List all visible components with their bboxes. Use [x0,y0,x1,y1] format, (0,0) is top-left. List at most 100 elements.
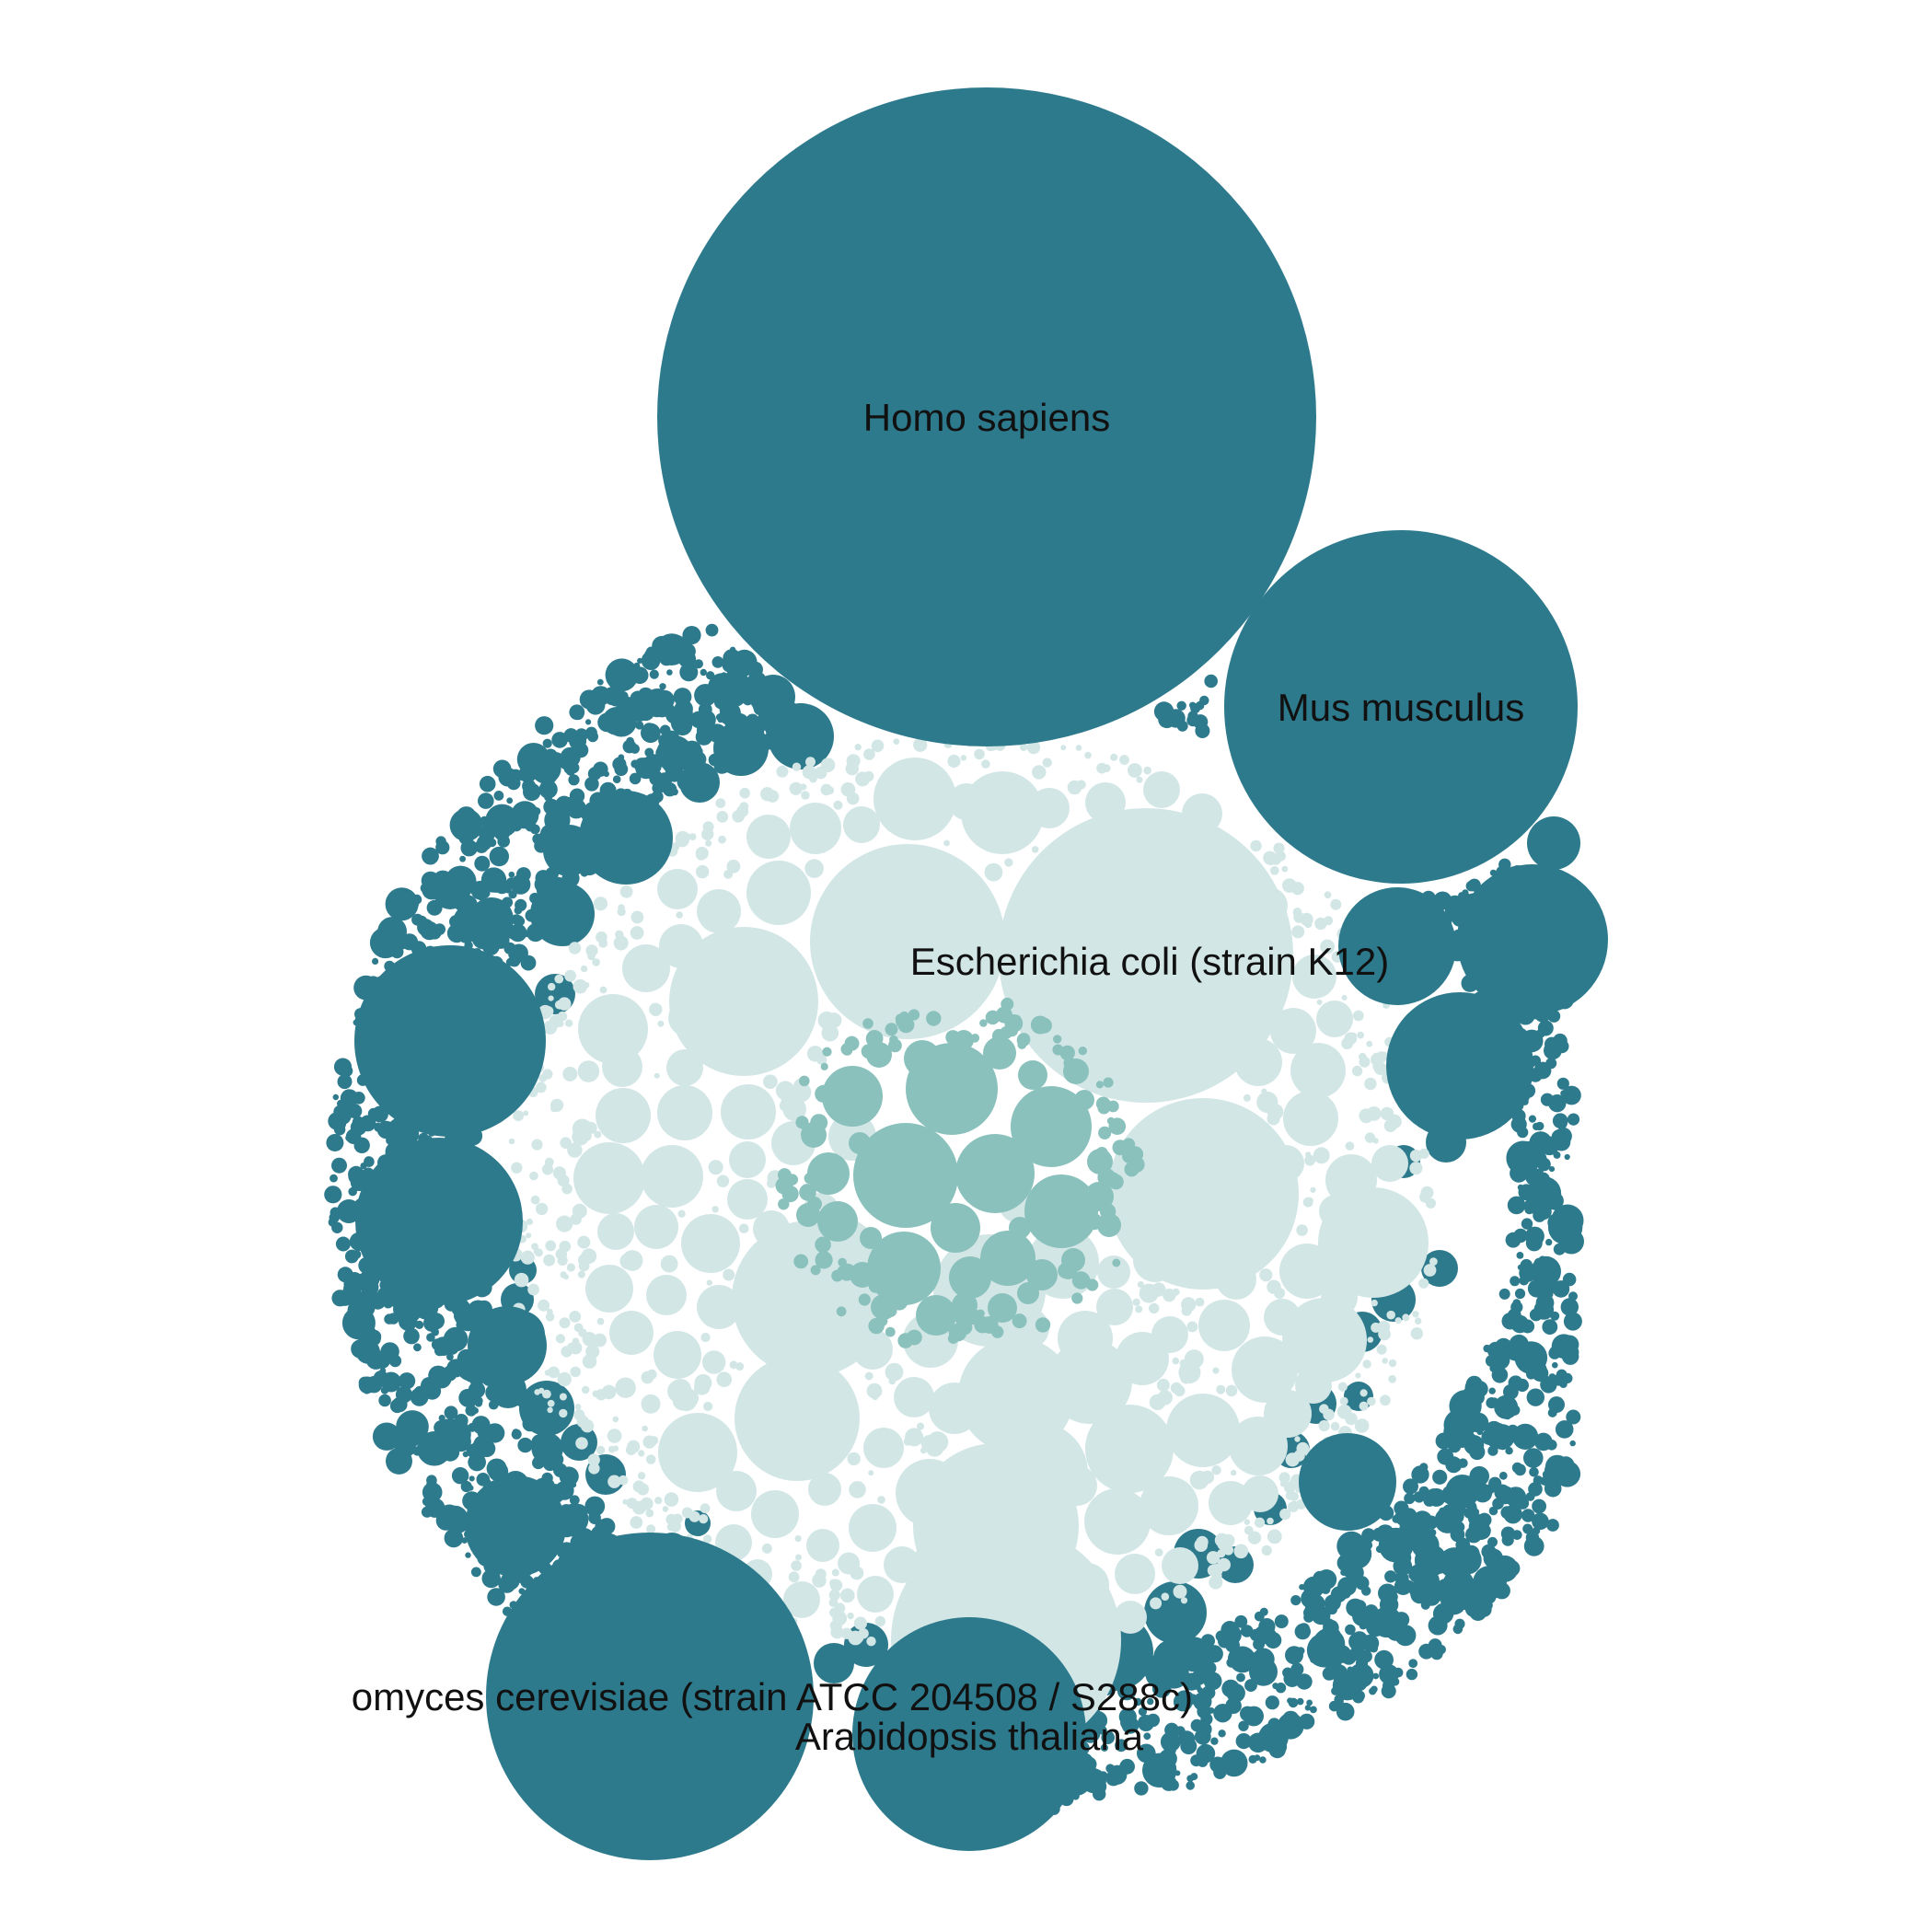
primary-small-circle [379,1423,399,1443]
primary-small-circle [413,1343,422,1352]
ecoli-light-circle [658,1413,737,1492]
circle-upper-left [579,791,673,885]
ecoli-light-small-circle [1076,780,1086,790]
ecoli-mid-small-circle [799,1075,810,1087]
ecoli-light-circle [641,1145,703,1208]
ecoli-light-small-circle [612,1416,619,1423]
primary-small-circle [1435,1432,1452,1450]
ecoli-mid-circles [775,997,1145,1348]
primary-small-circle [1402,1529,1409,1536]
primary-small-circle [1299,1584,1305,1591]
primary-small-circle [1564,1153,1570,1161]
ecoli-mid-small-circle [1095,1081,1104,1089]
primary-small-circle [619,717,631,729]
primary-small-circle [1296,1673,1313,1690]
ecoli-light-circle [1085,782,1126,823]
primary-small-circle [1362,1540,1373,1550]
primary-small-circle [1208,1707,1215,1714]
ecoli-mid-circle [1009,1217,1031,1239]
ecoli-light-small-circle [738,1223,749,1233]
primary-small-circle [1545,1238,1553,1246]
ecoli-light-small-circle [866,1637,876,1647]
ecoli-light-small-circle [1366,1106,1382,1121]
primary-small-circle [422,1482,443,1503]
ecoli-light-circle [1319,1195,1352,1228]
primary-small-circle [659,683,666,690]
primary-small-circle [426,1475,437,1486]
primary-small-circle [1248,1732,1268,1753]
primary-small-circle [417,1431,452,1466]
ecoli-light-small-circle [916,1422,925,1430]
primary-small-circle [1176,720,1188,732]
primary-small-circle [538,780,558,799]
ecoli-light-small-circle [550,1098,564,1112]
primary-small-circle [565,766,576,776]
primary-small-circle [1336,1702,1355,1721]
ecoli-light-small-circle [847,1452,861,1466]
ecoli-light-small-circle [646,1369,657,1380]
primary-small-circle [1546,1440,1557,1451]
ecoli-mid-small-circle [1127,1146,1144,1163]
primary-small-circle [715,713,723,722]
ecoli-light-small-circle [526,1232,532,1239]
primary-small-circle [1548,1166,1556,1173]
ecoli-light-small-circle [849,1481,866,1498]
primary-small-circle [1513,1228,1528,1244]
primary-small-circle [426,899,443,916]
ecoli-light-circle [634,1205,678,1249]
primary-small-circle [532,1456,545,1470]
primary-small-circle [732,649,758,676]
ecoli-light-small-circle [1316,919,1324,925]
ecoli-mid-small-circle [1059,1045,1075,1061]
primary-small-circle [1532,1498,1546,1514]
primary-small-circle [532,833,543,845]
ecoli-light-circle [597,1213,634,1250]
primary-small-circle [396,1458,410,1472]
primary-small-circle [1176,700,1186,711]
primary-small-circle [1440,1451,1450,1460]
ecoli-light-circle [1279,1244,1335,1299]
primary-small-circle [1556,1428,1566,1437]
ecoli-mid-circle [1074,1090,1094,1110]
primary-small-circle [1406,1539,1413,1546]
primary-small-circle [1469,1603,1487,1621]
ecoli-light-small-circle [828,1589,840,1601]
primary-medium-circle [814,1643,854,1683]
ecoli-light-small-circle [1305,1151,1312,1158]
ecoli-light-small-circle [1212,1367,1220,1374]
ecoli-light-circle [1270,1008,1316,1054]
ecoli-light-small-circle [831,1568,839,1577]
ecoli-light-small-circle [681,1507,693,1519]
primary-small-circle [438,1415,445,1422]
ecoli-light-small-circle [1359,1056,1371,1068]
ecoli-light-small-circle [885,1362,904,1382]
primary-small-circle [542,1456,558,1472]
primary-small-circle [1138,1707,1147,1717]
ecoli-light-small-circle [699,1514,709,1524]
ecoli-light-circle [1115,1554,1155,1594]
primary-small-circle [340,1089,359,1107]
primary-small-circle [363,1117,369,1125]
primary-small-circle [1510,1276,1521,1287]
ecoli-light-circle [1209,1481,1253,1525]
primary-small-circle [1218,1730,1226,1738]
primary-small-circle [374,1123,383,1132]
ecoli-light-small-circle [559,1408,568,1418]
primary-small-circle [454,1414,469,1428]
primary-small-circle [1430,1647,1443,1660]
circle-lower-right [1299,1433,1396,1531]
ecoli-light-circle [1283,1091,1338,1146]
ecoli-light-small-circle [615,1377,636,1398]
primary-small-circle [1361,1586,1371,1596]
ecoli-light-circle [666,1049,703,1086]
ecoli-light-small-circle [1195,1297,1205,1307]
ecoli-light-circle [697,1285,741,1329]
ecoli-light-small-circle [594,1130,602,1139]
primary-small-circle [1568,1291,1578,1301]
primary-small-circle [423,919,430,925]
ecoli-light-small-circle [625,1444,637,1455]
primary-medium-circle [768,703,834,769]
primary-small-circle [694,659,703,669]
primary-small-circle [1560,1231,1572,1242]
ecoli-light-small-circle [1345,1412,1358,1426]
